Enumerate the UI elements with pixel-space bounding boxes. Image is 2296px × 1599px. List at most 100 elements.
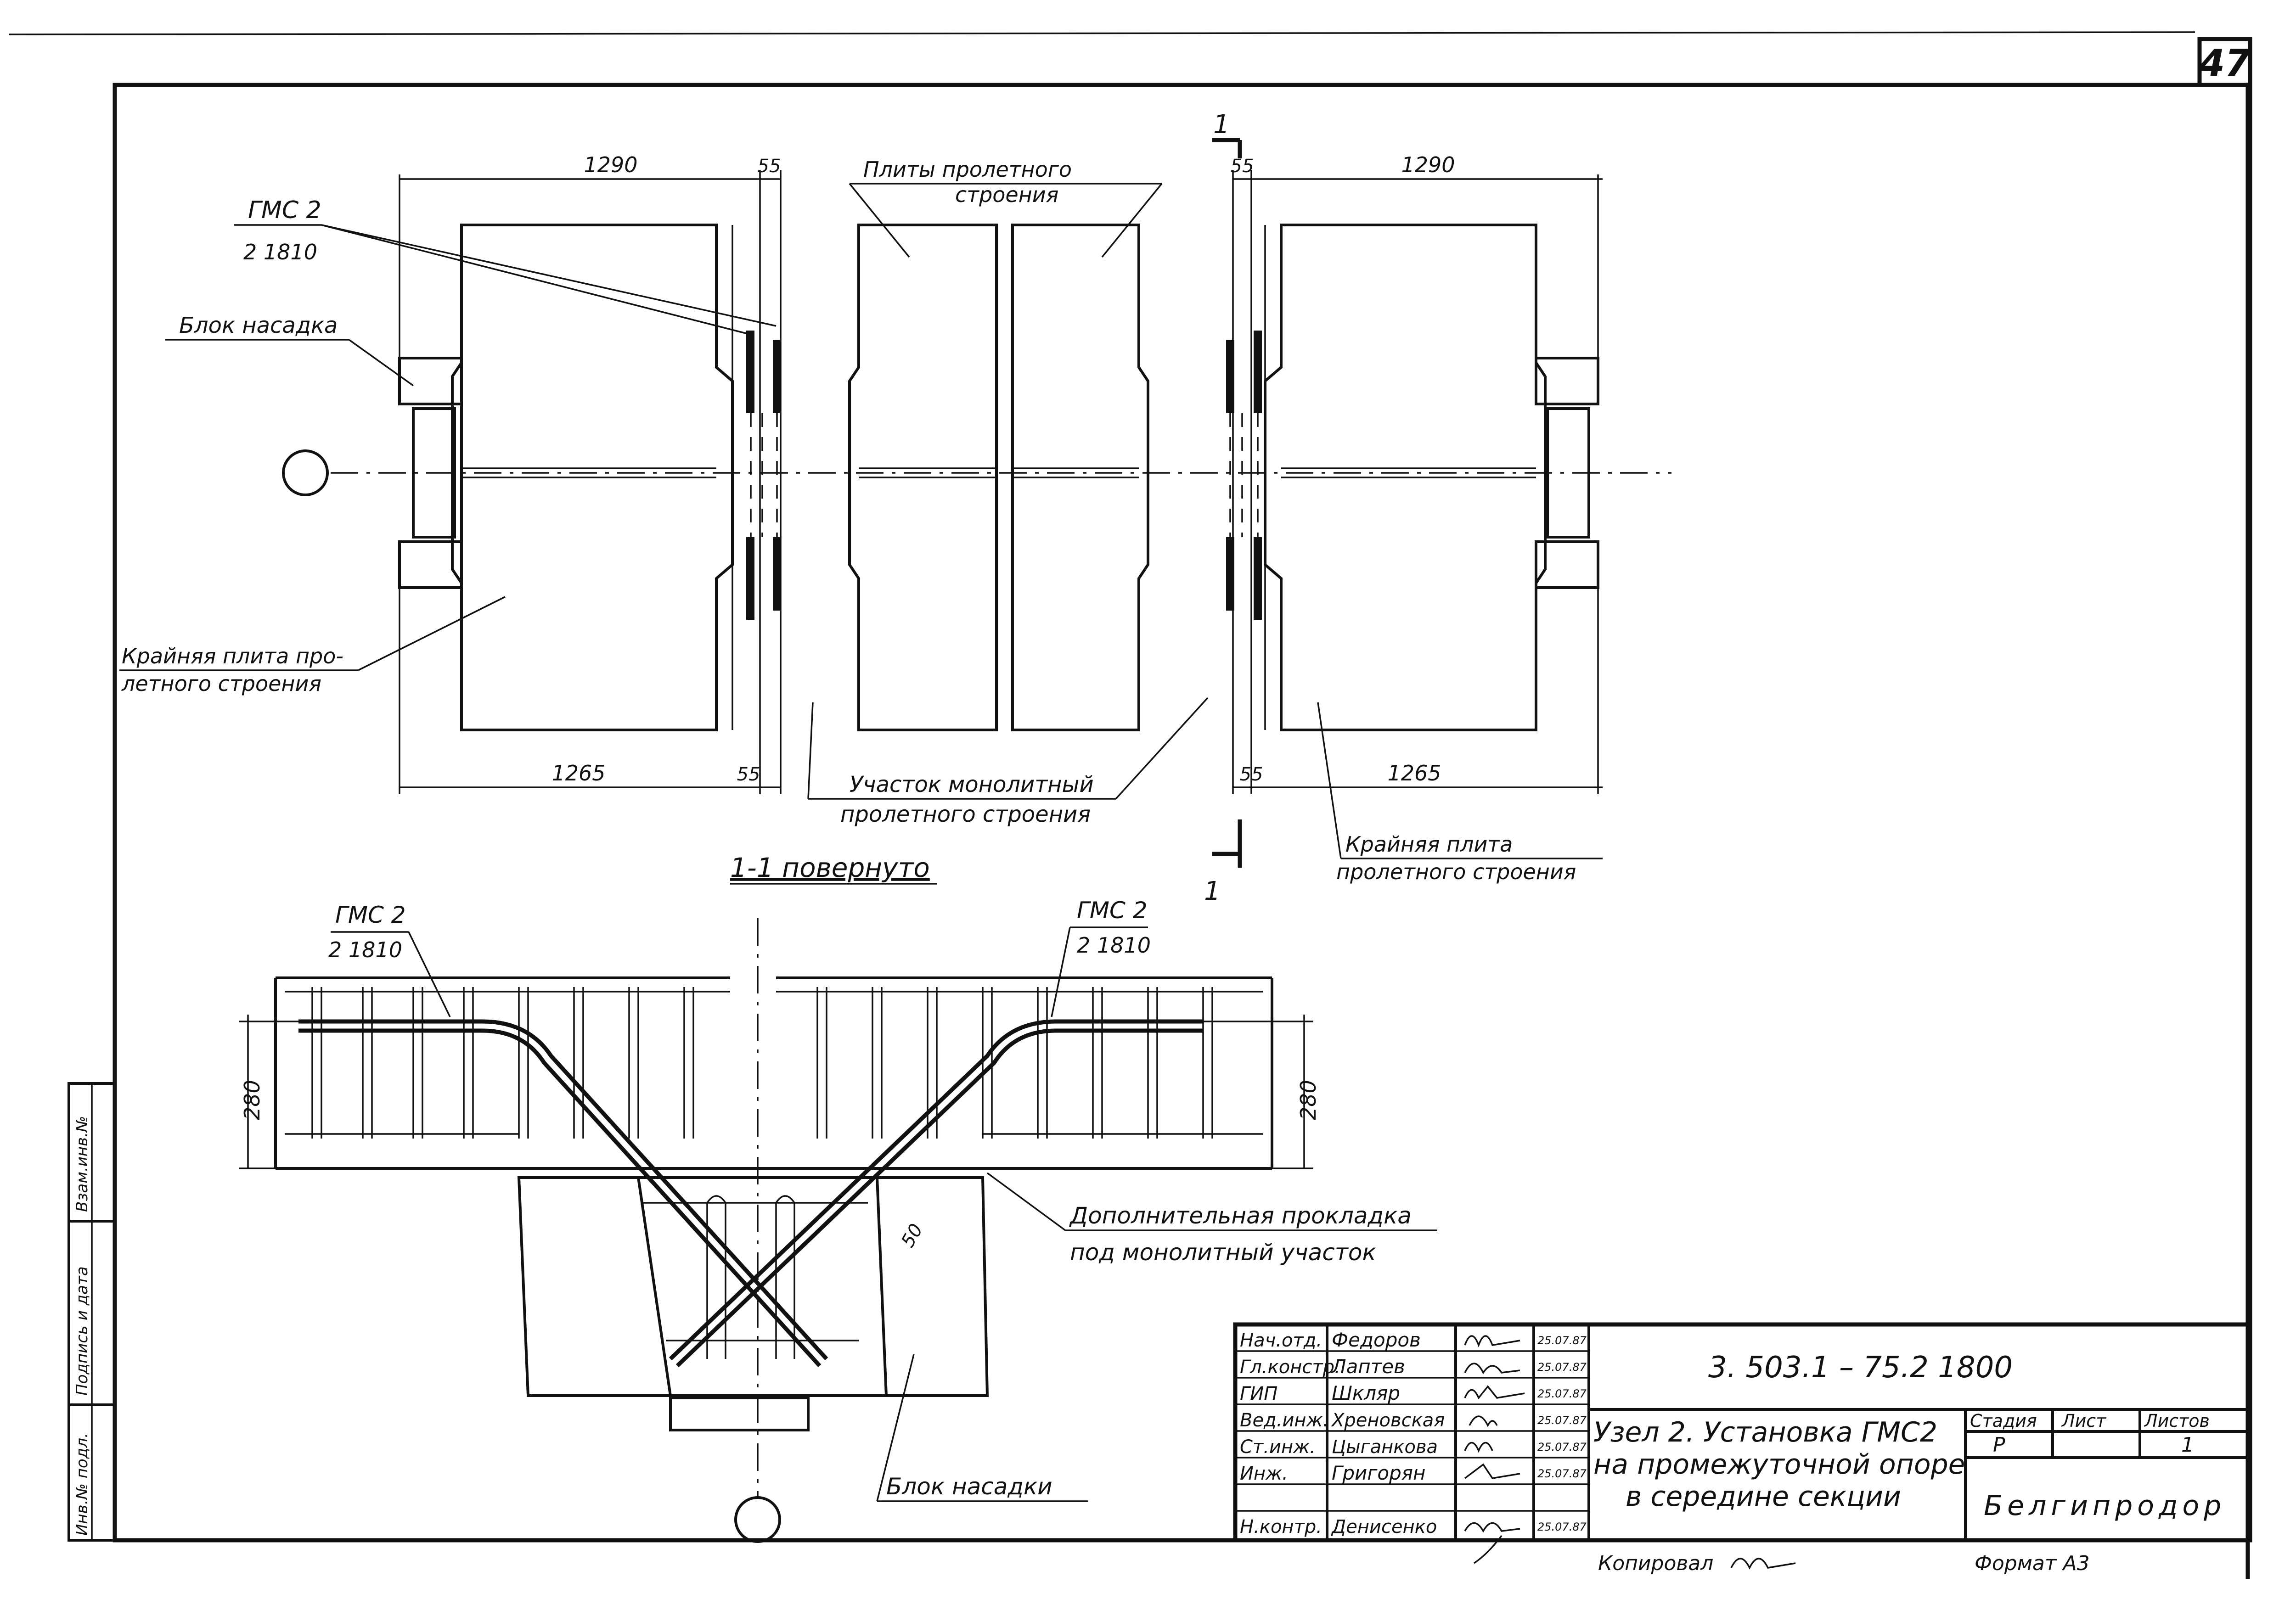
tb-date-7: 25.07.87 [1537,1520,1587,1533]
tb-date-4: 25.07.87 [1537,1441,1587,1453]
tb-role-1: Гл.констр. [1240,1357,1340,1378]
section-rebar-left [311,987,694,1139]
organization: Белгипродор [1984,1490,2226,1522]
sheet-number: 47 [2199,42,2251,84]
plan-slab-middle-right [1011,224,1149,731]
plan-dim-top: 1290 55 55 1290 [399,152,1603,358]
side-stamp-cell-inv: Инв.№ подл. [73,1433,91,1536]
side-stamp: Инв.№ подл. Подпись и дата Взам.инв.№ [68,1082,116,1542]
sheets-header: Листов [2144,1411,2210,1431]
dim-right-height: 280 [1296,1080,1321,1120]
tb-name-0: Федоров [1332,1329,1421,1351]
label-gms-spec: 2 1810 [243,240,317,264]
label-pier-block: Блок насадки [886,1473,1052,1500]
dim-left-height: 280 [240,1080,264,1120]
doc-code: 3. 503.1 – 75.2 1800 [1708,1351,2013,1385]
section-mark-bottom: 1 [1204,819,1242,906]
tb-date-1: 25.07.87 [1537,1361,1587,1374]
footer: Копировал Формат А3 [1598,1552,2090,1575]
plan-monolith-right [1226,170,1266,794]
label-slabs-line1: Плиты пролетного [863,157,1072,182]
plan-block-right [1535,357,1599,589]
label-monolith-line1: Участок монолитный [850,772,1094,797]
tb-role-3: Вед.инж. [1240,1410,1328,1431]
plan-dim-bottom: 1265 55 55 1265 [399,588,1603,794]
plan-block-left [398,357,463,589]
plan-labels: ГМС 2 2 1810 Блок насадка Плиты пролетно… [121,157,1576,884]
section-pier-block [487,1167,1010,1431]
plan-leaders [119,183,1603,859]
stage-header: Стадия [1970,1411,2037,1431]
title-line2: на промежуточной опоре [1593,1448,1965,1481]
sheet-header: Лист [2061,1411,2107,1431]
section-axis-marker [734,1496,781,1543]
pier-block-right-hatch [875,1176,989,1397]
sheet-frame: 47 [9,31,2252,1579]
dim-bottom-left-gap: 55 [737,764,760,785]
copied-label: Копировал [1598,1552,1713,1575]
section-view: 1-1 повернуто [239,852,1437,1543]
label-edge-slab-left-line1: Крайняя плита про- [122,644,343,668]
sheets-value: 1 [2181,1433,2194,1457]
label-block: Блок насадка [179,313,338,338]
tb-name-3: Хреновская [1331,1410,1445,1431]
dim-bottom-left: 1265 [551,761,605,785]
section-gms-right-name: ГМС 2 [1077,897,1148,924]
tb-name-2: Шкляр [1332,1382,1400,1404]
tb-name-1: Лаптев [1331,1355,1405,1378]
label-edge-slab-right-line1: Крайняя плита [1345,832,1513,857]
svg-text:1: 1 [1213,110,1230,140]
section-leaders [331,926,1437,1502]
section-gms-right [669,1019,1203,1368]
plan-edge-slab-left [451,224,734,731]
stage-value: Р [1993,1433,2005,1457]
dim-top-left: 1290 [584,152,637,177]
section-gms-right-spec: 2 1810 [1077,933,1151,958]
tb-role-4: Ст.инж. [1240,1436,1316,1458]
tb-role-0: Нач.отд. [1240,1330,1322,1351]
dim-top-right-gap: 55 [1231,156,1254,177]
plan-axis-marker [282,449,329,496]
label-pad-line2: под монолитный участок [1070,1239,1376,1266]
tb-date-5: 25.07.87 [1537,1467,1587,1480]
section-gms-left [298,1019,828,1368]
tb-role-2: ГИП [1240,1383,1277,1404]
plan-slab-middle-left [848,224,998,731]
tb-name-4: Цыганкова [1332,1436,1438,1458]
label-edge-slab-right-line2: пролетного строения [1336,859,1576,884]
section-gms-left-spec: 2 1810 [328,937,402,962]
side-stamp-cell-replace: Взам.инв.№ [73,1116,91,1212]
section-slab-left [274,976,730,1170]
format-label: Формат А3 [1975,1552,2090,1575]
label-slabs-line2: строения [955,182,1058,207]
tb-date-0: 25.07.87 [1537,1334,1587,1347]
section-mark-top: 1 [1212,110,1242,158]
dim-top-right: 1290 [1401,152,1455,177]
label-edge-slab-left-line2: летного строения [121,671,321,696]
dim-offset: 50 [897,1220,927,1251]
section-title: 1-1 повернуто [730,852,930,883]
tb-name-7: Денисенко [1331,1516,1437,1537]
title-line1: Узел 2. Установка ГМС2 [1593,1416,1937,1448]
title-line3: в середине секции [1626,1481,1901,1513]
section-slab-right [776,976,1273,1170]
plan-monolith-left [732,170,782,794]
label-gms-name: ГМС 2 [248,196,321,224]
signatures [1464,1335,1525,1564]
side-stamp-cell-sign: Подпись и дата [73,1266,91,1396]
tb-date-3: 25.07.87 [1537,1414,1587,1427]
dim-bottom-right-gap: 55 [1240,764,1263,785]
section-labels: ГМС 2 2 1810 ГМС 2 2 1810 Дополнительная… [328,897,1412,1500]
dim-bottom-right: 1265 [1387,761,1441,785]
plan-view: 1290 55 55 1290 1265 55 55 1265 1 1 [119,110,1671,906]
section-rebar-right [816,987,1213,1139]
pier-block-left-hatch [517,1176,672,1397]
label-monolith-line2: пролетного строения [840,802,1091,827]
tb-role-5: Инж. [1240,1463,1288,1484]
section-dims: 280 280 50 [239,1015,1321,1251]
section-gms-left-name: ГМС 2 [335,902,406,928]
svg-text:1: 1 [1204,876,1221,906]
tb-date-2: 25.07.87 [1537,1387,1587,1400]
dim-top-left-gap: 55 [758,156,781,177]
